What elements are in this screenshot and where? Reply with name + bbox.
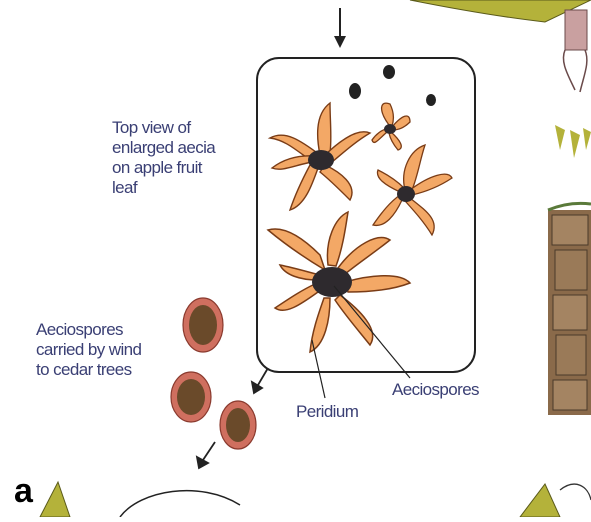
airborne-spore-dots — [349, 65, 436, 106]
hanging-leaves-right — [555, 125, 591, 158]
label-aeciospores-wind: Aeciospores carried by wind to cedar tre… — [36, 320, 141, 380]
label-aeciospores: Aeciospores — [392, 380, 479, 400]
aecium-top-left — [270, 103, 370, 210]
leaf-bottom-right — [560, 484, 591, 500]
aecium-small — [372, 103, 410, 150]
cedar-bark-right — [548, 203, 591, 415]
arrow-into-box — [334, 8, 346, 48]
tree-trunk-top-right — [563, 10, 587, 92]
panel-letter: a — [14, 472, 33, 511]
peridium-leader-line — [312, 340, 325, 398]
cedar-foliage-top — [410, 0, 591, 22]
aeciospores-leader-line — [334, 286, 410, 378]
wind-borne-aeciospores — [171, 298, 256, 449]
label-top-view: Top view of enlarged aecia on apple frui… — [112, 118, 215, 198]
aecium-large-bottom — [268, 212, 410, 352]
label-peridium: Peridium — [296, 402, 358, 422]
aecium-middle-right — [373, 145, 452, 235]
cedar-foliage-bottom-left — [40, 482, 70, 517]
cedar-foliage-bottom-right — [520, 484, 560, 517]
next-stage-circle — [120, 491, 240, 517]
